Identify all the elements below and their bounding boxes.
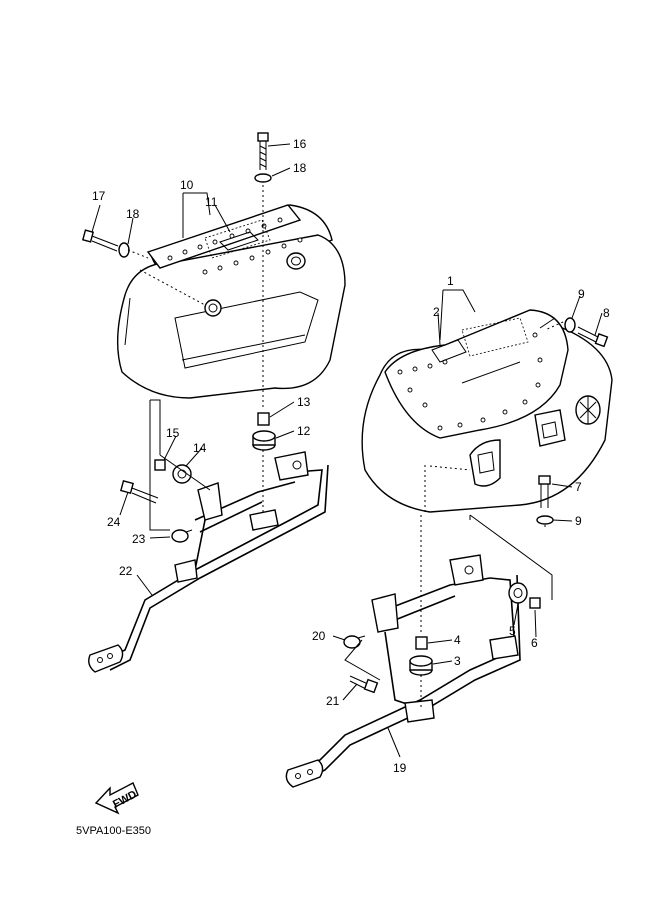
callout-7: 7 — [575, 480, 582, 494]
callout-18-top: 18 — [293, 161, 307, 175]
washer-18-top — [254, 173, 272, 183]
callout-6: 6 — [531, 636, 538, 650]
pin-23 — [171, 529, 193, 543]
callout-23: 23 — [132, 532, 146, 546]
callout-9-top: 9 — [578, 287, 585, 301]
grommet-5 — [508, 582, 528, 604]
callout-24: 24 — [107, 515, 121, 529]
bolt-16 — [257, 132, 269, 170]
callout-17: 17 — [92, 189, 106, 203]
right-bag-rivets — [397, 332, 543, 431]
bolt-17 — [81, 229, 119, 252]
leader-lines — [91, 143, 603, 758]
bolt-21 — [349, 675, 379, 694]
pin-20 — [343, 635, 366, 649]
grommet-3 — [409, 655, 433, 676]
assembly-lines — [127, 185, 564, 710]
callout-19: 19 — [393, 761, 407, 775]
callout-10: 10 — [180, 178, 194, 192]
callout-4: 4 — [454, 633, 461, 647]
callout-8: 8 — [603, 306, 610, 320]
callout-15: 15 — [166, 426, 180, 440]
callout-3: 3 — [454, 654, 461, 668]
callout-20: 20 — [312, 629, 326, 643]
collar-15 — [154, 459, 166, 471]
callout-13: 13 — [297, 395, 311, 409]
collar-4 — [415, 636, 428, 650]
washer-9-top — [564, 317, 576, 333]
callout-22: 22 — [119, 564, 133, 578]
left-saddlebag — [116, 204, 346, 399]
callout-11: 11 — [205, 195, 218, 209]
callout-21: 21 — [326, 694, 340, 708]
bolt-24 — [120, 480, 159, 504]
callout-12: 12 — [297, 424, 311, 438]
callout-5: 5 — [509, 624, 516, 638]
grommet-14 — [172, 464, 192, 484]
left-bracket-22 — [88, 451, 329, 673]
callout-18-left: 18 — [126, 207, 140, 221]
washer-9-bottom — [536, 515, 554, 525]
collar-6 — [529, 597, 541, 609]
right-bracket-19 — [285, 554, 521, 788]
fwd-arrow-icon: FWD — [94, 782, 139, 815]
right-saddlebag — [361, 309, 613, 515]
callout-1: 1 — [447, 274, 454, 288]
left-bag-rivets — [167, 217, 303, 275]
diagram-code: 5VPA100-E350 — [76, 825, 151, 837]
grommet-12 — [252, 430, 276, 451]
callout-2: 2 — [433, 305, 440, 319]
bolt-7 — [538, 475, 551, 508]
callout-14: 14 — [193, 441, 207, 455]
bolt-8 — [577, 326, 609, 348]
collar-13 — [257, 412, 270, 426]
callout-16: 16 — [293, 137, 307, 151]
callout-9-bottom: 9 — [575, 514, 582, 528]
washer-18-left — [118, 242, 130, 258]
callout-labels: 1 2 3 4 5 6 7 8 9 9 10 11 12 13 14 15 16… — [92, 137, 610, 775]
